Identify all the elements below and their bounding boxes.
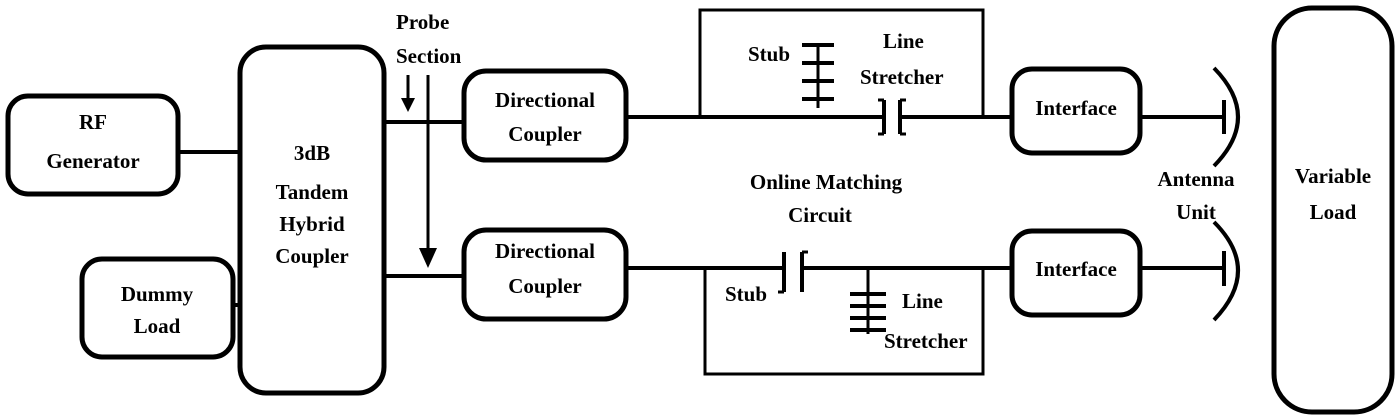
antenna-top-symbol <box>1212 66 1240 168</box>
variable-load-label-1: Variable <box>1295 164 1371 188</box>
hybrid-coupler-block: 3dB Tandem Hybrid Coupler <box>237 44 387 396</box>
probe-section-label-1: Probe <box>396 10 449 34</box>
dummy-load-block: Dummy Load <box>79 256 236 360</box>
line-stretcher-bottom-label-2: Stretcher <box>884 329 968 353</box>
interface-bottom-block: Interface <box>1009 228 1143 318</box>
hybrid-coupler-label-2: Tandem <box>276 180 349 204</box>
online-matching-label-2: Circuit <box>788 203 852 227</box>
stub-top-symbol <box>802 43 834 108</box>
stub-top-label: Stub <box>748 42 790 66</box>
antenna-bottom-symbol <box>1212 220 1240 322</box>
hybrid-coupler-label-1: 3dB <box>294 141 330 165</box>
hybrid-coupler-label-3: Hybrid <box>279 212 345 236</box>
interface-top-block: Interface <box>1009 66 1143 156</box>
dummy-load-label-1: Dummy <box>121 282 194 306</box>
variable-load-label-2: Load <box>1310 200 1357 224</box>
rf-generator-label-2: Generator <box>46 149 139 173</box>
online-matching-label-1: Online Matching <box>750 170 903 194</box>
connection-lines <box>178 8 1224 376</box>
interface-top-label: Interface <box>1035 96 1117 120</box>
variable-load-block: Variable Load <box>1271 5 1395 415</box>
hybrid-coupler-label-4: Coupler <box>275 244 349 268</box>
line-stretcher-bottom-symbol <box>850 268 886 334</box>
line-stretcher-top-symbol <box>878 98 906 136</box>
directional-coupler-top-block: Directional Coupler <box>461 68 629 163</box>
probe-section-label-2: Section <box>396 44 462 68</box>
dummy-load-label-2: Load <box>134 314 181 338</box>
rf-generator-block: RF Generator <box>5 93 181 197</box>
probe-arrows <box>401 75 437 268</box>
directional-coupler-bottom-block: Directional Coupler <box>461 227 629 322</box>
interface-bottom-label: Interface <box>1035 257 1117 281</box>
directional-coupler-top-label-2: Coupler <box>508 122 582 146</box>
directional-coupler-top-label-1: Directional <box>495 88 595 112</box>
line-stretcher-bottom-label-1: Line <box>902 289 943 313</box>
line-stretcher-top-label-1: Line <box>883 29 924 53</box>
antenna-unit-label-1: Antenna <box>1157 167 1235 191</box>
rf-generator-label-1: RF <box>79 110 107 134</box>
directional-coupler-bottom-label-2: Coupler <box>508 274 582 298</box>
directional-coupler-bottom-label-1: Directional <box>495 239 595 263</box>
stub-bottom-symbol <box>778 250 808 294</box>
line-stretcher-top-label-2: Stretcher <box>860 65 944 89</box>
antenna-unit-label-2: Unit <box>1176 200 1216 224</box>
stub-bottom-label: Stub <box>725 282 767 306</box>
